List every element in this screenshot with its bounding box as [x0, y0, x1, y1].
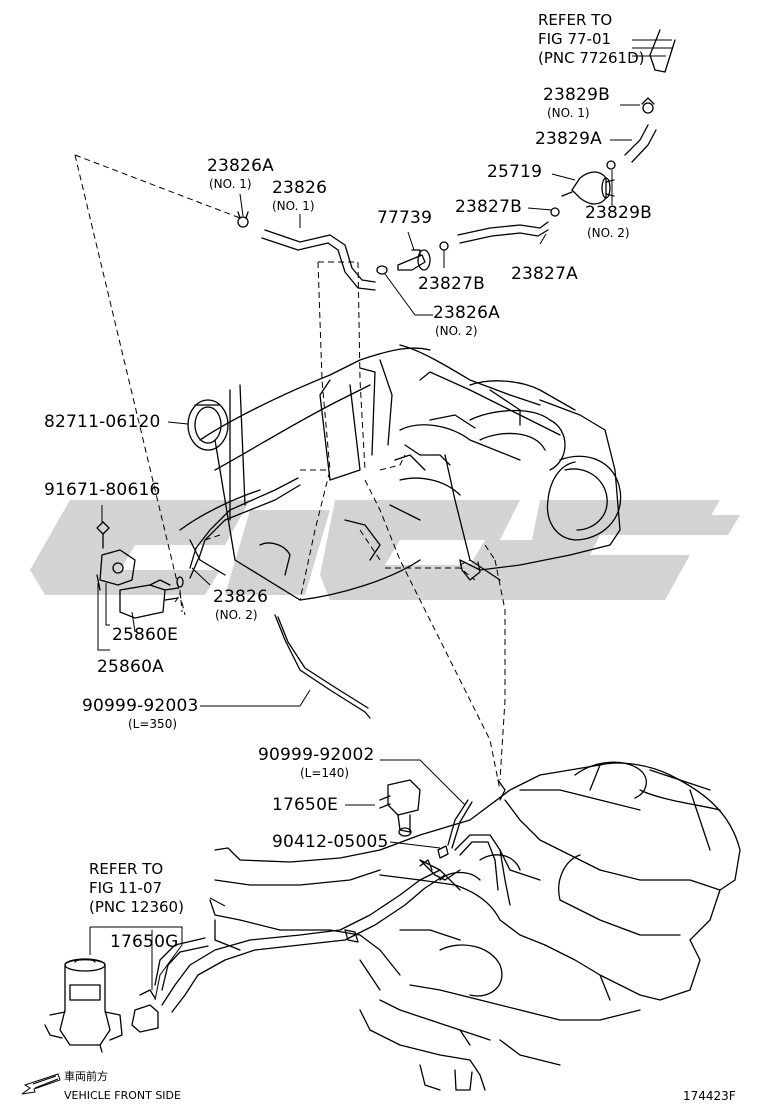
union-90412 [437, 845, 449, 859]
bolt-91671 [96, 521, 110, 549]
refer-bottom-line3: (PNC 12360) [89, 898, 184, 916]
part-90999-92003[interactable]: 90999-92003 [82, 696, 199, 716]
refer-top-line1: REFER TO [538, 11, 613, 29]
part-25860E[interactable]: 25860E [112, 625, 179, 645]
part-23827B-2[interactable]: 23827B [418, 274, 485, 294]
part-77739[interactable]: 77739 [377, 208, 433, 228]
part-23826A-no1-note: (NO. 1) [209, 177, 252, 191]
part-91671-80616[interactable]: 91671-80616 [44, 480, 161, 500]
part-90999-92003-note: (L=350) [128, 717, 178, 731]
vehicle-front-arrow-icon [21, 1073, 61, 1095]
part-23829A[interactable]: 23829A [535, 129, 602, 149]
vehicle-front-jp: 車両前方 [64, 1070, 108, 1083]
part-23826A-no1[interactable]: 23826A [207, 156, 274, 176]
part-17650E[interactable]: 17650E [272, 795, 339, 815]
sensor-17650E [379, 779, 421, 837]
part-23829B-no2-note: (NO. 2) [587, 226, 630, 240]
part-23826A-no2-note: (NO. 2) [435, 324, 478, 338]
leader-lines [89, 39, 672, 1001]
watermark-logo [30, 500, 740, 600]
vsv-filter-25719 [561, 171, 615, 205]
reference-lines [74, 154, 506, 791]
clamp-82711 [187, 399, 229, 451]
part-23829B-no1-note: (NO. 1) [547, 106, 590, 120]
engine-body [179, 344, 622, 601]
part-23826-no2-note: (NO. 2) [215, 608, 258, 622]
part-23826A-no2[interactable]: 23826A [433, 303, 500, 323]
part-25719[interactable]: 25719 [487, 162, 543, 182]
vsv-77739 [397, 249, 431, 271]
part-23827B-1[interactable]: 23827B [455, 197, 522, 217]
vsv-25860E [96, 549, 184, 619]
part-23826-no1-note: (NO. 1) [272, 199, 315, 213]
part-90999-92002[interactable]: 90999-92002 [258, 745, 375, 765]
refer-top-line2: FIG 77-01 [538, 30, 612, 48]
refer-bottom-line2: FIG 11-07 [89, 879, 163, 897]
refer-bottom-line1: REFER TO [89, 860, 164, 878]
clamps [237, 97, 655, 275]
figure-id: 174423F [683, 1089, 736, 1103]
part-23829B-no1[interactable]: 23829B [543, 85, 610, 105]
refer-top-line3: (PNC 77261D) [538, 49, 645, 67]
sensor-17650G [44, 958, 159, 1053]
part-23827A[interactable]: 23827A [511, 264, 578, 284]
part-90412-05005[interactable]: 90412-05005 [272, 832, 389, 852]
vehicle-front-en: VEHICLE FRONT SIDE [64, 1089, 181, 1102]
part-23829B-no2[interactable]: 23829B [585, 203, 652, 223]
intake-manifold [209, 761, 741, 1091]
part-23826-no2[interactable]: 23826 [213, 587, 269, 607]
part-90999-92002-note: (L=140) [300, 766, 350, 780]
part-82711-06120[interactable]: 82711-06120 [44, 412, 161, 432]
hose-clamp-lower [344, 859, 433, 943]
hoses [154, 29, 676, 1013]
part-25860A[interactable]: 25860A [97, 657, 164, 677]
part-17650G[interactable]: 17650G [110, 932, 179, 952]
part-23826-no1[interactable]: 23826 [272, 178, 328, 198]
